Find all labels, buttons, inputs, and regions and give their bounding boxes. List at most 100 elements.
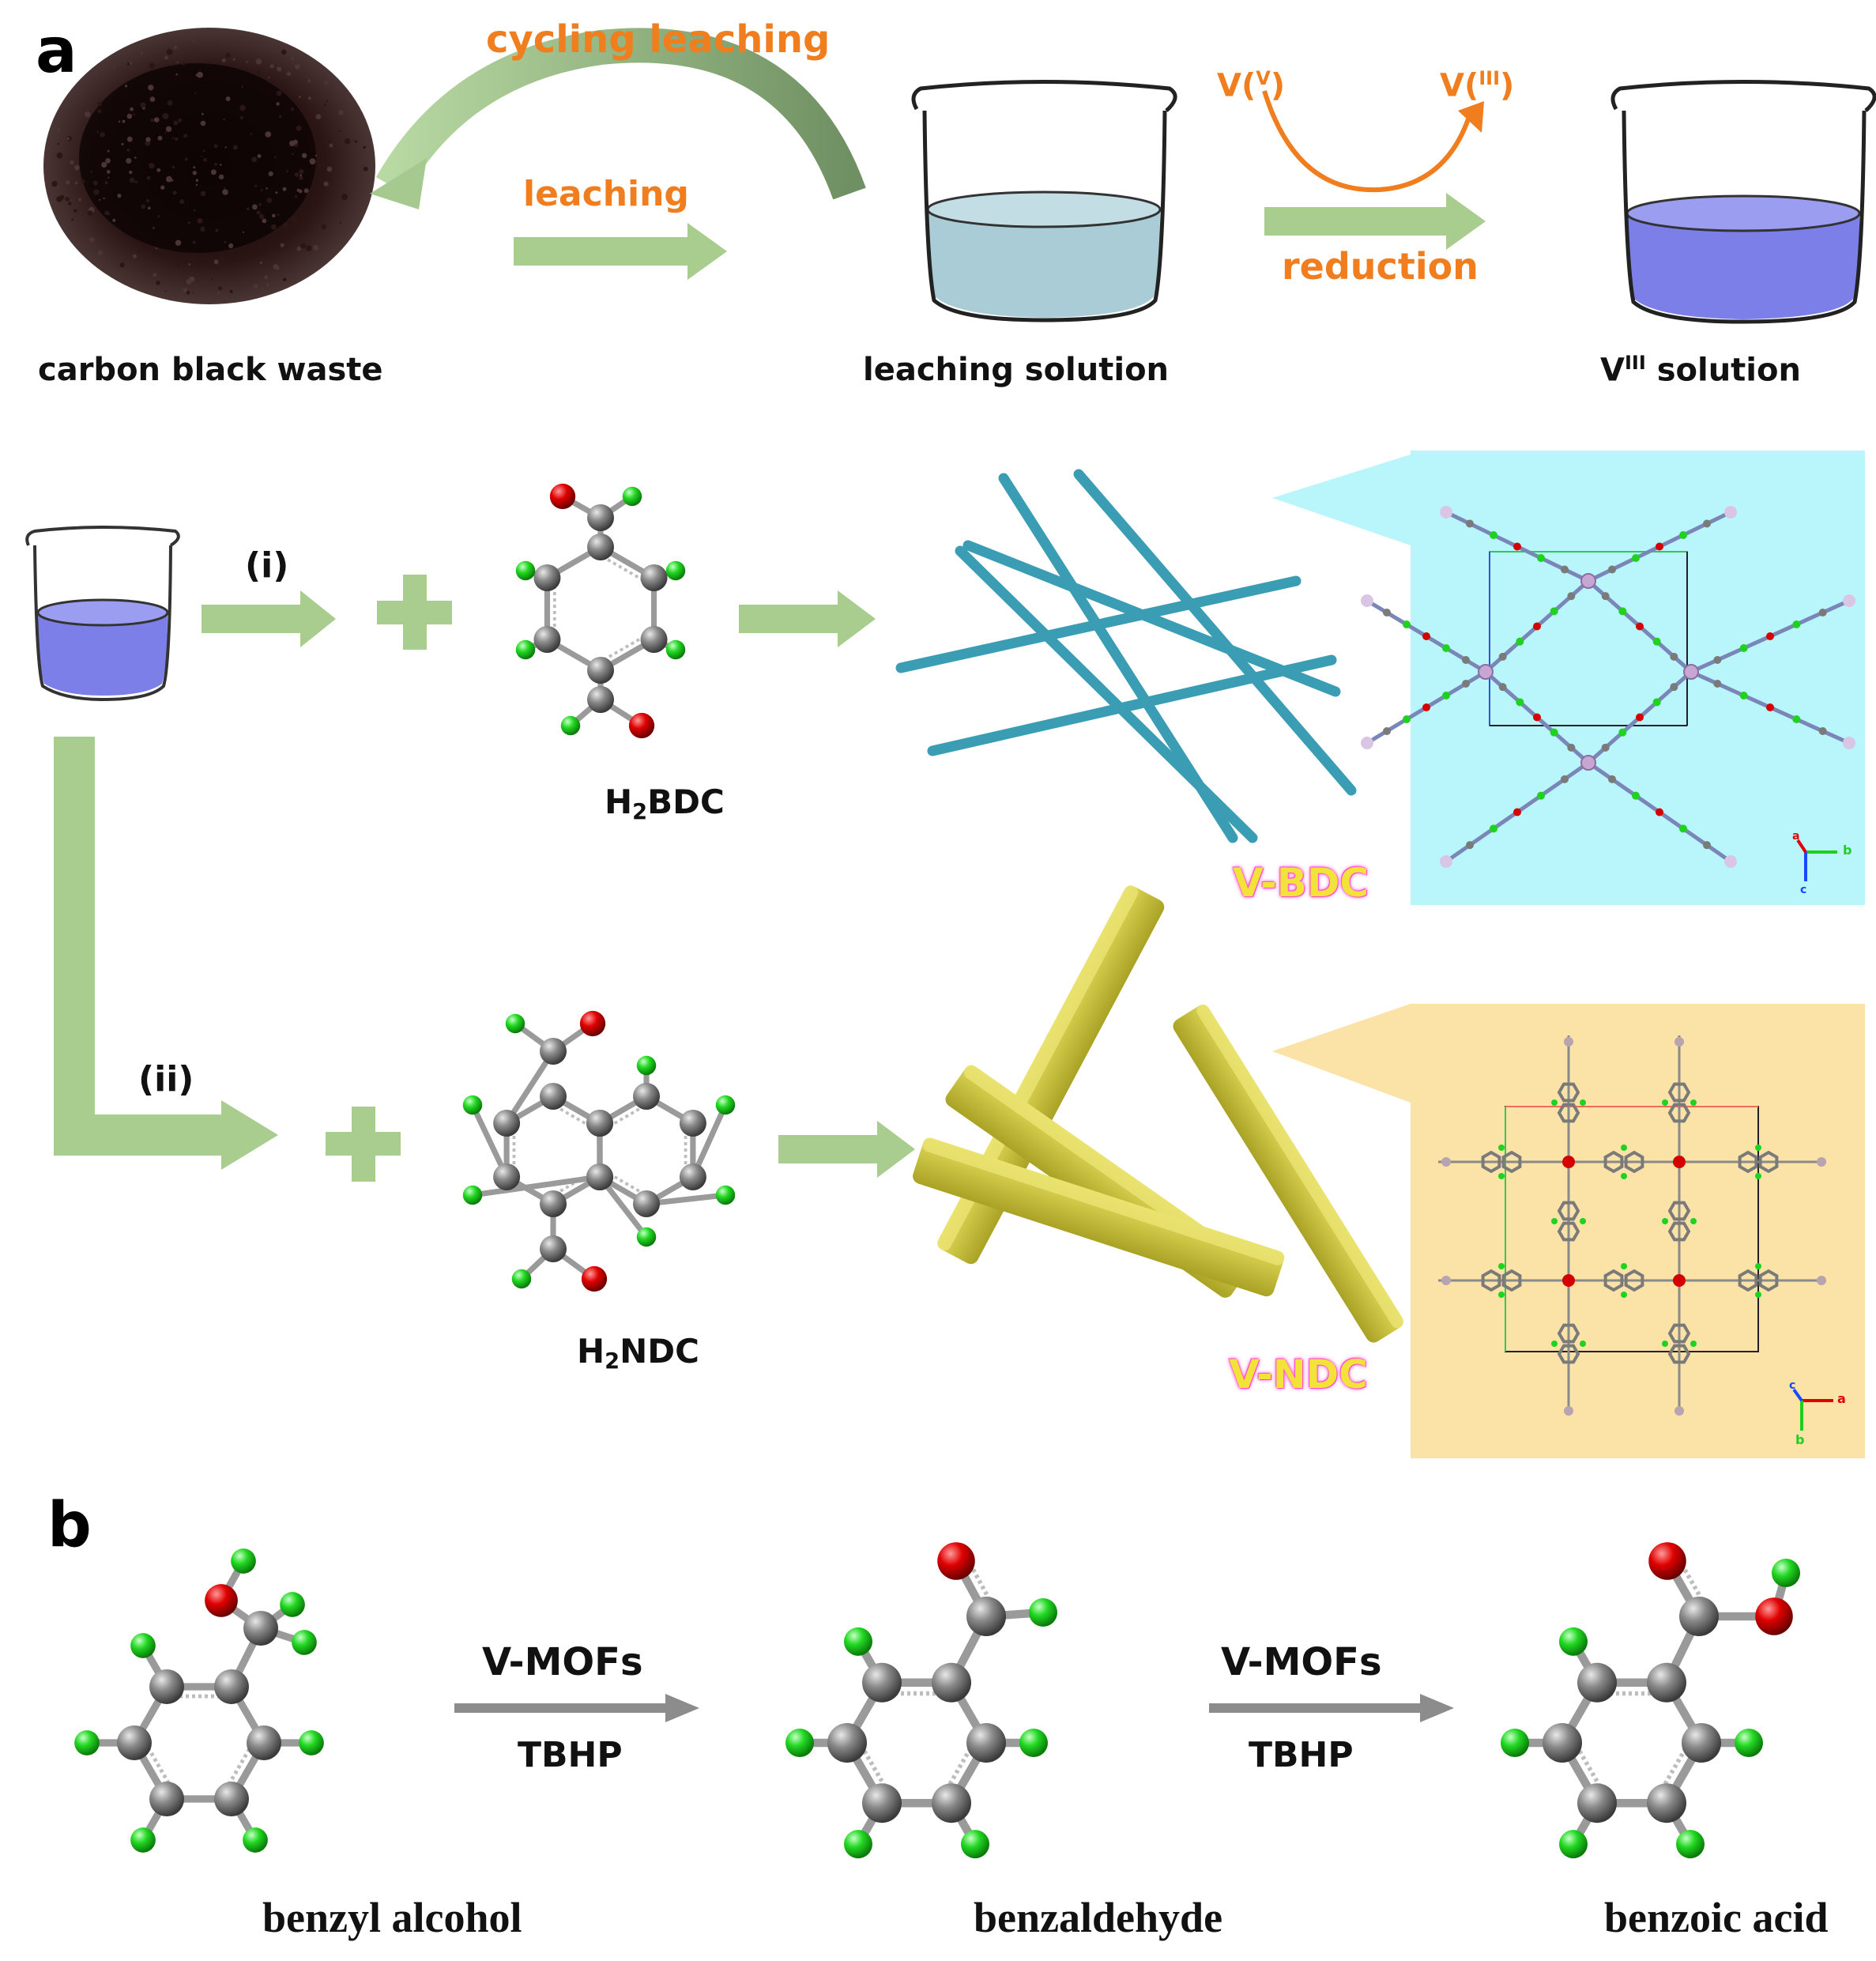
network-atom (1662, 1099, 1668, 1106)
carbon-grain (153, 227, 154, 228)
carbon-atom (586, 1163, 613, 1190)
carbon-grain (220, 164, 222, 166)
carbon-grain (270, 64, 274, 68)
vndc-axis-a: a (1837, 1391, 1846, 1406)
h2bdc-rest: BDC (647, 783, 725, 821)
panel-label-a: a (36, 16, 77, 87)
carbon-atom (1543, 1723, 1582, 1763)
network-end (1564, 1037, 1573, 1046)
network-atom (1580, 1218, 1586, 1224)
hydrogen-atom (1772, 1559, 1800, 1587)
carbon-grain (297, 247, 302, 251)
carbon-grain (217, 292, 220, 294)
carbon-grain (130, 107, 134, 111)
carbon-grain (211, 169, 217, 175)
carbon-grain (147, 176, 151, 180)
carbon-grain (168, 100, 173, 106)
carbon-grain (100, 132, 105, 138)
carbon-grain (105, 181, 108, 184)
carbon-grain (65, 197, 70, 202)
carbon-grain (150, 119, 154, 123)
network-atom (1662, 1341, 1668, 1347)
v3-label: V(III) (1440, 67, 1514, 104)
carbon-atom (587, 686, 614, 713)
carbon-grain (277, 248, 279, 251)
network-atom (1819, 727, 1827, 735)
carbon-grain (141, 52, 143, 55)
carbon-grain (364, 167, 368, 172)
carbon-grain (324, 182, 329, 187)
step1-oxidant-label: TBHP (518, 1735, 623, 1775)
carbon-grain (256, 70, 260, 74)
network-end (1817, 1157, 1826, 1167)
carbon-grain (202, 113, 204, 115)
carbon-atom (117, 1725, 152, 1760)
hydrogen-atom (130, 1633, 156, 1658)
carbon-grain (68, 202, 72, 206)
network-atom (1513, 809, 1521, 816)
carbon-grain (218, 286, 222, 290)
carbon-grain (286, 171, 288, 173)
network-atom (1608, 566, 1616, 574)
hydrogen-atom (666, 561, 685, 580)
carbon-grain (66, 138, 70, 141)
carbon-grain (302, 104, 304, 107)
carbon-grain (269, 172, 273, 176)
carbon-grain (156, 247, 157, 249)
carbon-atom (1647, 1783, 1686, 1823)
network-end (1674, 1037, 1684, 1046)
carbon-atom (243, 1611, 278, 1646)
carbon-grain (243, 232, 244, 233)
carbon-atom (587, 504, 614, 531)
network-atom (1533, 623, 1541, 631)
carbon-grain (292, 153, 294, 156)
network-end (1440, 855, 1452, 868)
carbon-grain (299, 174, 302, 176)
carbon-atom (586, 1110, 613, 1137)
carbon-grain (75, 182, 78, 185)
beaker-viii-solution (1613, 82, 1874, 322)
carbon-grain (340, 222, 341, 224)
network-atom (1670, 683, 1678, 691)
carbon-grain (96, 131, 99, 134)
network-end (1843, 737, 1855, 749)
carbon-grain (99, 199, 100, 201)
carbon-grain (266, 131, 272, 138)
carbon-grain (130, 178, 135, 183)
carbon-grain (130, 62, 132, 64)
carbon-grain (277, 66, 281, 71)
carbon-atom (966, 1723, 1006, 1763)
carbon-atom (862, 1783, 902, 1823)
v3-end: ) (1500, 67, 1514, 104)
network-atom (1462, 656, 1470, 664)
network-end (1440, 506, 1452, 519)
carbon-atom (214, 1782, 249, 1816)
carbon-grain (306, 245, 311, 251)
carbon-grain (166, 126, 171, 132)
carbon-grain (222, 58, 226, 62)
carbon-grain (113, 66, 115, 68)
network-atom (1656, 543, 1663, 551)
carbon-atom (966, 1597, 1006, 1636)
carbon-grain (345, 138, 351, 145)
h2ndc-molecule (463, 1011, 735, 1292)
carbon-grain (246, 61, 248, 63)
carbon-grain (156, 281, 160, 285)
carbon-grain (304, 188, 309, 193)
hydrogen-atom (716, 1096, 735, 1114)
carbon-grain (254, 185, 257, 187)
carbon-grain (210, 256, 212, 258)
carbon-atom (149, 1669, 184, 1704)
network-atom (1567, 744, 1575, 752)
hydrogen-atom (637, 1056, 656, 1075)
carbon-grain (134, 157, 137, 159)
carbon-grain (257, 211, 261, 215)
carbon-grain (162, 113, 168, 119)
network-end (1441, 1276, 1451, 1285)
oxygen-atom (580, 1011, 605, 1036)
carbon-grain (156, 168, 160, 172)
network-atom (1703, 520, 1711, 528)
carbon-grain (126, 158, 131, 164)
h2bdc-molecule (516, 484, 685, 738)
